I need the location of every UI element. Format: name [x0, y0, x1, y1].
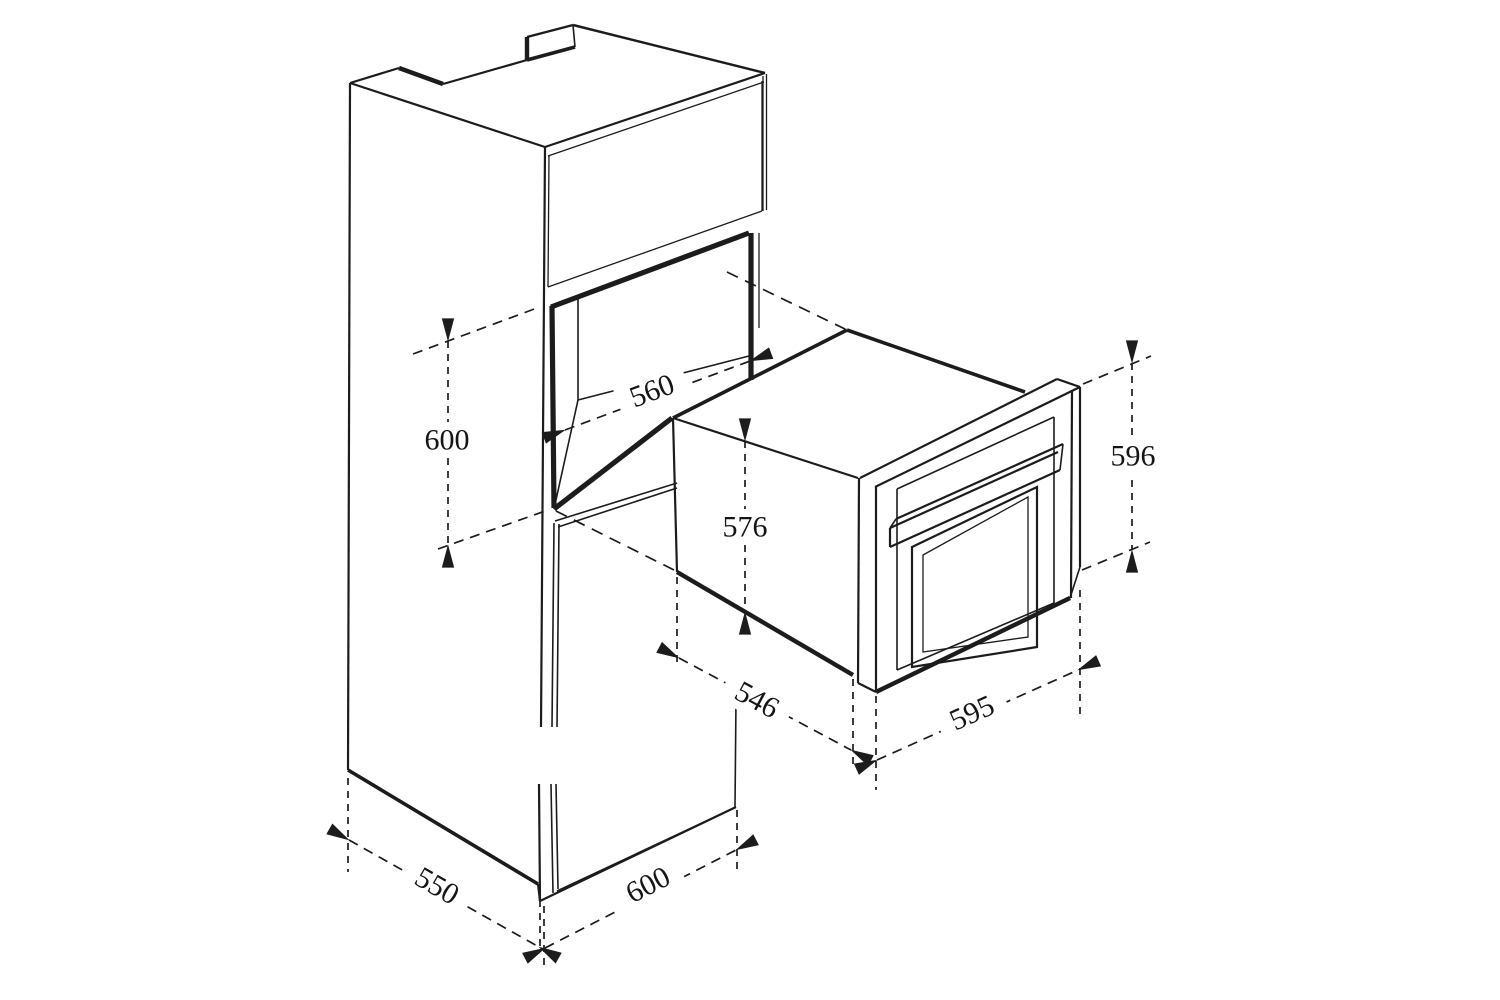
cabinet-left-edge [346, 82, 352, 771]
oven-handle [888, 442, 1064, 549]
projection-lines [555, 271, 846, 571]
dimension-annotations: 560 600 576 [326, 307, 1169, 971]
oven-niche-opening [549, 230, 754, 512]
dim-niche-height-label: 600 [425, 424, 470, 457]
dim-niche-height: 600 [411, 307, 549, 568]
dim-oven-front-width: 595 [853, 590, 1102, 790]
dim-oven-front-height-label: 596 [1111, 440, 1156, 473]
dim-cabinet-depth: 550 [326, 778, 562, 964]
cabinet-door [550, 482, 735, 894]
dim-cabinet-width: 600 [522, 810, 759, 971]
dim-oven-front-height: 596 [1081, 340, 1169, 573]
cabinet-drawing [346, 23, 768, 902]
oven-body [671, 328, 1026, 677]
dim-oven-body-height-label: 576 [723, 511, 768, 544]
upper-panel-inner-border [547, 155, 550, 288]
dim-oven-body-depth: 546 [656, 577, 874, 770]
cabinet-top-edge [349, 66, 400, 85]
dim-oven-body-height: 576 [709, 418, 781, 635]
oven-door-window [910, 485, 1039, 669]
